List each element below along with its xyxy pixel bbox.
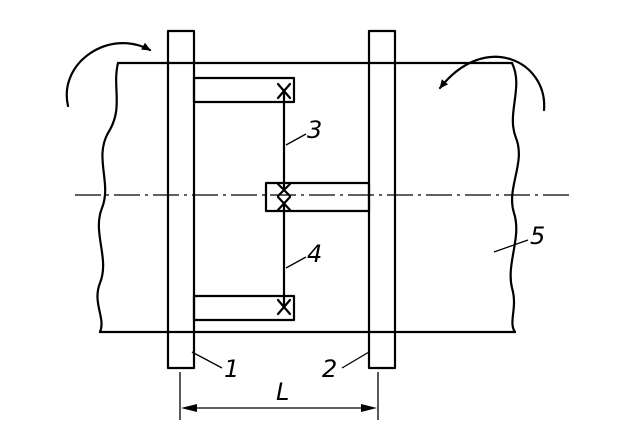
label-5: 5 [530,222,545,250]
right-rotation-arrow [438,55,546,112]
middle-bracket [264,181,371,213]
leader-line-1 [191,351,223,369]
upper-bracket [192,76,296,104]
label-4: 4 [307,240,322,268]
label-3: 3 [307,116,322,144]
flange-1 [166,29,196,370]
leader-line-5 [493,239,529,253]
leader-line-2 [341,351,370,369]
lower-joint-icon [276,298,292,316]
leader-line-3 [285,133,307,146]
flange-2 [367,29,397,370]
dimension-arrow-right [361,404,377,412]
shaft-body [96,61,520,334]
label-2: 2 [322,355,337,383]
shaft-left-wavy-edge [96,61,120,334]
dimension-arrow-left [181,404,197,412]
shaft-right-wavy-edge [509,61,520,334]
middle-joint-lower-icon [276,195,292,212]
lower-bracket [192,294,296,322]
upper-joint-icon [276,82,292,100]
label-1: 1 [224,355,239,383]
left-rotation-arrow [65,42,152,108]
leader-line-4 [285,256,307,269]
middle-joint-upper-icon [276,182,292,198]
label-l: L [276,378,289,406]
